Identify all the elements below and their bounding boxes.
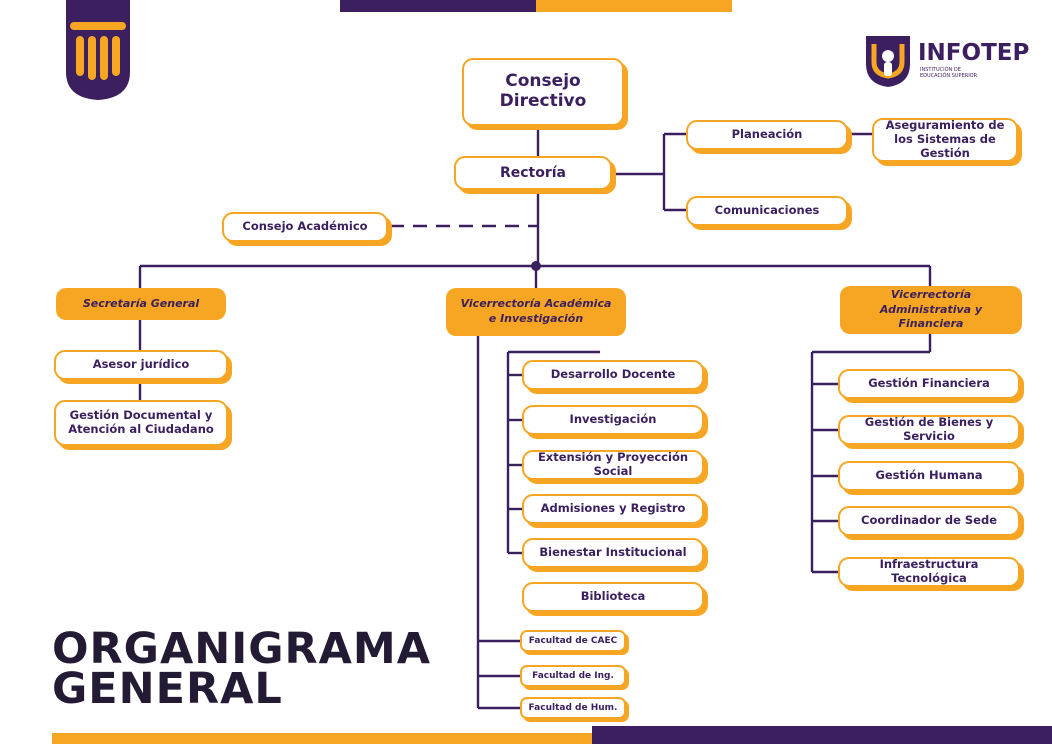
facultad-caec-box: Facultad de CAEC <box>520 630 626 652</box>
infotep-logo-tagline: INSTITUCIÓN DE EDUCACIÓN SUPERIOR <box>920 67 978 79</box>
planeacion-box: Planeación <box>686 120 848 150</box>
aseguramiento-box: Aseguramiento de los Sistemas de Gestión <box>872 118 1018 162</box>
vicerrectoria-academica-box: Vicerrectoría Académica e Investigación <box>446 288 626 336</box>
infraestructura-box: Infraestructura Tecnológica <box>838 557 1020 587</box>
desarrollo-docente-box: Desarrollo Docente <box>522 360 704 390</box>
gestion-humana-box: Gestión Humana <box>838 461 1020 491</box>
infotep-shield-icon <box>866 36 910 87</box>
facultad-hum-box: Facultad de Hum. <box>520 697 626 719</box>
consejo-directivo-box: Consejo Directivo <box>462 58 624 126</box>
asesor-juridico-box: Asesor jurídico <box>54 350 228 380</box>
top-bar-purple <box>340 0 536 12</box>
gestion-bienes-box: Gestión de Bienes y Servicio <box>838 415 1020 445</box>
bottom-bar-orange <box>52 733 592 744</box>
secretaria-general-box: Secretaría General <box>56 288 226 320</box>
title-line-2: GENERAL <box>52 664 283 714</box>
admisiones-box: Admisiones y Registro <box>522 494 704 524</box>
vicerrectoria-administrativa-box: Vicerrectoría Administrativa y Financier… <box>840 286 1022 334</box>
infotep-logo-name: INFOTEP <box>918 40 1030 66</box>
bottom-bar-purple <box>592 726 1052 744</box>
consejo-academico-box: Consejo Académico <box>222 212 388 242</box>
top-bar-orange <box>536 0 732 12</box>
coordinador-sede-box: Coordinador de Sede <box>838 506 1020 536</box>
gestion-documental-box: Gestión Documental y Atención al Ciudada… <box>54 400 228 446</box>
title-line-1: ORGANIGRAMA <box>52 624 431 674</box>
gestion-financiera-box: Gestión Financiera <box>838 369 1020 399</box>
bienestar-box: Bienestar Institucional <box>522 538 704 568</box>
extension-box: Extensión y Proyección Social <box>522 450 704 480</box>
columns-logo-icon <box>66 0 130 100</box>
facultad-ing-box: Facultad de Ing. <box>520 665 626 687</box>
comunicaciones-box: Comunicaciones <box>686 196 848 226</box>
rectoria-box: Rectoría <box>454 156 612 190</box>
investigacion-box: Investigación <box>522 405 704 435</box>
biblioteca-box: Biblioteca <box>522 582 704 612</box>
